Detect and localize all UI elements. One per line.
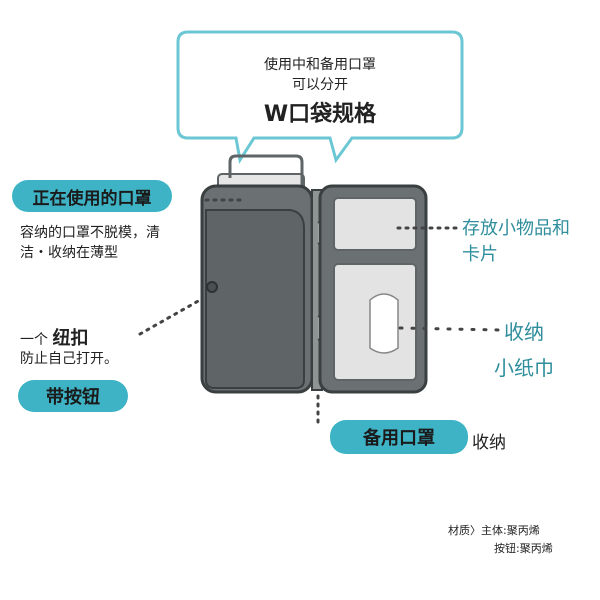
snap-button-shape	[206, 281, 218, 293]
bubble-line-2: 可以分开	[292, 77, 348, 93]
current-mask-desc-2: 洁・收纳在薄型	[20, 245, 118, 261]
with-button-badge: 带按钮	[18, 380, 128, 412]
card-pocket-shape	[333, 197, 417, 251]
tissue-line-1: 收纳	[504, 320, 544, 344]
left-pocket-shape	[205, 209, 305, 389]
mask-loop-shape	[228, 154, 304, 188]
card-storage-line-2: 卡片	[462, 244, 498, 265]
material-line-2: 按钮:聚丙烯	[494, 542, 553, 555]
card-storage-line-1: 存放小物品和	[462, 218, 570, 239]
button-desc-prefix: 一个	[20, 332, 53, 348]
button-desc-keyword: 纽扣	[52, 328, 89, 349]
speech-bubble-shape	[176, 30, 464, 165]
button-desc-line-2: 防止自己打开。	[20, 351, 118, 367]
button-desc-line-1: 一个 纽扣	[20, 324, 88, 350]
speech-bubble: 使用中和备用口罩 可以分开 W口袋规格	[178, 32, 462, 138]
spare-mask-suffix: 收纳	[472, 433, 506, 453]
spare-mask-badge: 备用口罩	[330, 420, 468, 454]
current-mask-badge: 正在使用的口罩	[12, 180, 172, 212]
current-mask-desc-1: 容纳的口罩不脱模，清	[20, 225, 160, 241]
material-line-1: 材质〉主体:聚丙烯	[448, 524, 540, 537]
bubble-line-1: 使用中和备用口罩	[264, 57, 376, 73]
bubble-title: W口袋规格	[263, 102, 377, 127]
tissue-line-2: 小纸巾	[494, 356, 554, 380]
tissue-shape	[369, 293, 399, 354]
